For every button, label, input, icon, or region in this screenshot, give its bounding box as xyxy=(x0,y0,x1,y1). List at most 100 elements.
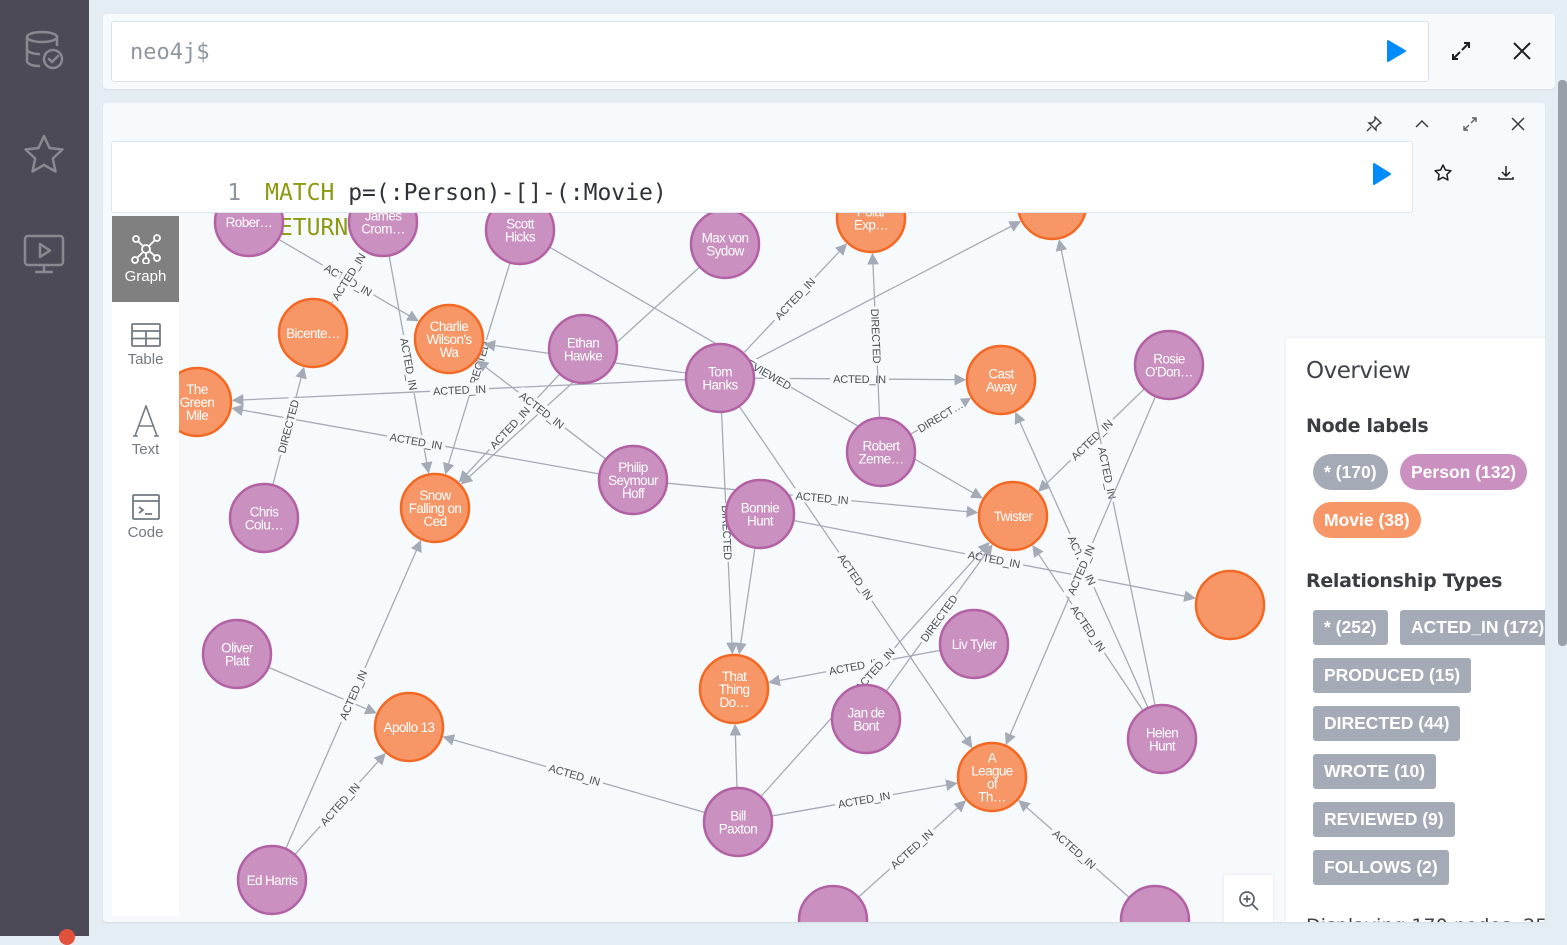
rel-type-acted-in[interactable]: ACTED_IN (172) xyxy=(1400,610,1545,645)
notification-badge[interactable] xyxy=(59,929,75,945)
node-caption: Do… xyxy=(720,695,749,710)
graph-canvas[interactable]: ACTED_INACTED_INACTED_INDIRECTEDACTED_IN… xyxy=(179,213,1545,922)
collapse-icon[interactable] xyxy=(1413,115,1431,133)
cypher-editor-input[interactable]: neo4j$ xyxy=(111,21,1429,82)
rel-type-wrote[interactable]: WROTE (10) xyxy=(1313,754,1437,789)
person-node[interactable] xyxy=(797,884,869,922)
star-icon[interactable] xyxy=(1432,162,1454,184)
node-caption: Ced xyxy=(424,514,447,529)
rel-type-directed[interactable]: DIRECTED (44) xyxy=(1313,706,1461,741)
close-frame-icon[interactable] xyxy=(1509,115,1527,133)
person-node[interactable]: RosieO'Don… xyxy=(1133,329,1205,401)
movie-node[interactable]: ALeagueofTh… xyxy=(956,741,1028,813)
node-caption: Bont xyxy=(853,719,879,734)
relationship-label-bg xyxy=(484,401,535,454)
star-icon[interactable] xyxy=(20,130,68,178)
scrollbar-thumb[interactable] xyxy=(1558,80,1567,646)
database-check-icon[interactable] xyxy=(20,26,68,74)
person-node[interactable] xyxy=(1119,884,1191,922)
relationship-label-bg xyxy=(914,397,966,436)
person-node[interactable]: Rober… xyxy=(213,213,285,258)
tab-graph[interactable]: Graph xyxy=(112,216,179,302)
relationship-edge[interactable] xyxy=(735,547,756,655)
relationship-label: DIRECT… xyxy=(916,399,966,435)
relationship-label: DIRECTED xyxy=(868,308,882,363)
rel-type-produced[interactable]: PRODUCED (15) xyxy=(1313,658,1472,693)
node-label-person[interactable]: Person (132) xyxy=(1400,454,1528,490)
node-caption: Platt xyxy=(225,654,250,669)
node-caption: Colu… xyxy=(245,518,283,533)
relationship-label: ACTED_IN xyxy=(318,781,362,829)
tab-label: Table xyxy=(127,350,164,368)
movie-node[interactable]: PolarExp… xyxy=(835,213,907,254)
expand-icon[interactable] xyxy=(1450,40,1472,62)
run-query-icon[interactable] xyxy=(1371,161,1393,187)
node-label-all[interactable]: * (170) xyxy=(1313,454,1388,490)
movie-node[interactable] xyxy=(1194,569,1266,641)
close-icon[interactable] xyxy=(1511,40,1533,62)
relationship-edge[interactable] xyxy=(749,221,1022,363)
relationship-label-bg xyxy=(273,396,302,457)
node-caption: Paxton xyxy=(719,822,758,837)
person-node[interactable]: JamesCrom… xyxy=(347,213,419,258)
rel-type-follows[interactable]: FOLLOWS (2) xyxy=(1313,850,1449,885)
node-caption: Zeme… xyxy=(858,452,903,467)
rel-type-all[interactable]: * (252) xyxy=(1313,610,1388,645)
node-caption: Bonnie xyxy=(741,501,780,516)
relationship-edge[interactable] xyxy=(268,666,377,715)
tab-label: Code xyxy=(127,523,164,541)
node-caption: Philip xyxy=(618,460,648,475)
movie-node[interactable]: ThatThingDo… xyxy=(698,653,770,725)
main-editor: neo4j$ xyxy=(103,14,1555,89)
node-caption: Hunt xyxy=(747,514,774,529)
movie-node[interactable]: Apollo 13 xyxy=(373,691,445,763)
relationship-label-bg xyxy=(833,787,895,811)
zoom-controls xyxy=(1224,875,1273,922)
node-caption: Seymour xyxy=(608,473,659,488)
movie-node[interactable]: Twister xyxy=(977,480,1049,552)
relationship-label-bg xyxy=(1095,442,1120,503)
person-node[interactable]: RobertZeme… xyxy=(845,416,917,488)
play-icon[interactable] xyxy=(1385,39,1407,63)
relationship-edge[interactable] xyxy=(729,723,742,789)
node-label-movie[interactable]: Movie (38) xyxy=(1313,502,1421,538)
rel-type-reviewed[interactable]: REVIEWED (9) xyxy=(1313,802,1455,837)
person-node[interactable]: ChrisColu… xyxy=(228,482,300,554)
node-caption: Rosie xyxy=(1153,352,1185,367)
zoom-in-icon[interactable] xyxy=(1237,889,1261,913)
node-caption: League xyxy=(971,764,1013,779)
relationship-types-heading: Relationship Types xyxy=(1306,570,1503,592)
tab-text[interactable]: Text xyxy=(112,388,179,474)
node-caption: James xyxy=(365,213,403,224)
person-node[interactable]: Ed Harris xyxy=(236,844,308,916)
person-node[interactable]: Liv Tyler xyxy=(938,608,1010,680)
page-scrollbar[interactable] xyxy=(1557,80,1567,936)
relationship-label: ACTED_IN xyxy=(835,552,875,603)
tab-code[interactable]: Code xyxy=(112,474,179,560)
movie-node[interactable]: Bicente… xyxy=(277,297,349,369)
text-icon xyxy=(132,404,159,437)
pin-icon[interactable] xyxy=(1365,115,1383,133)
movie-node[interactable]: Co… xyxy=(1017,213,1087,241)
graph-svg[interactable]: ACTED_INACTED_INACTED_INDIRECTEDACTED_IN… xyxy=(179,213,1545,922)
relationship-label-bg xyxy=(792,488,852,507)
tab-table[interactable]: Table xyxy=(112,302,179,388)
fullscreen-icon[interactable] xyxy=(1461,115,1479,133)
download-icon[interactable] xyxy=(1495,162,1517,184)
monitor-play-icon[interactable] xyxy=(20,230,68,278)
